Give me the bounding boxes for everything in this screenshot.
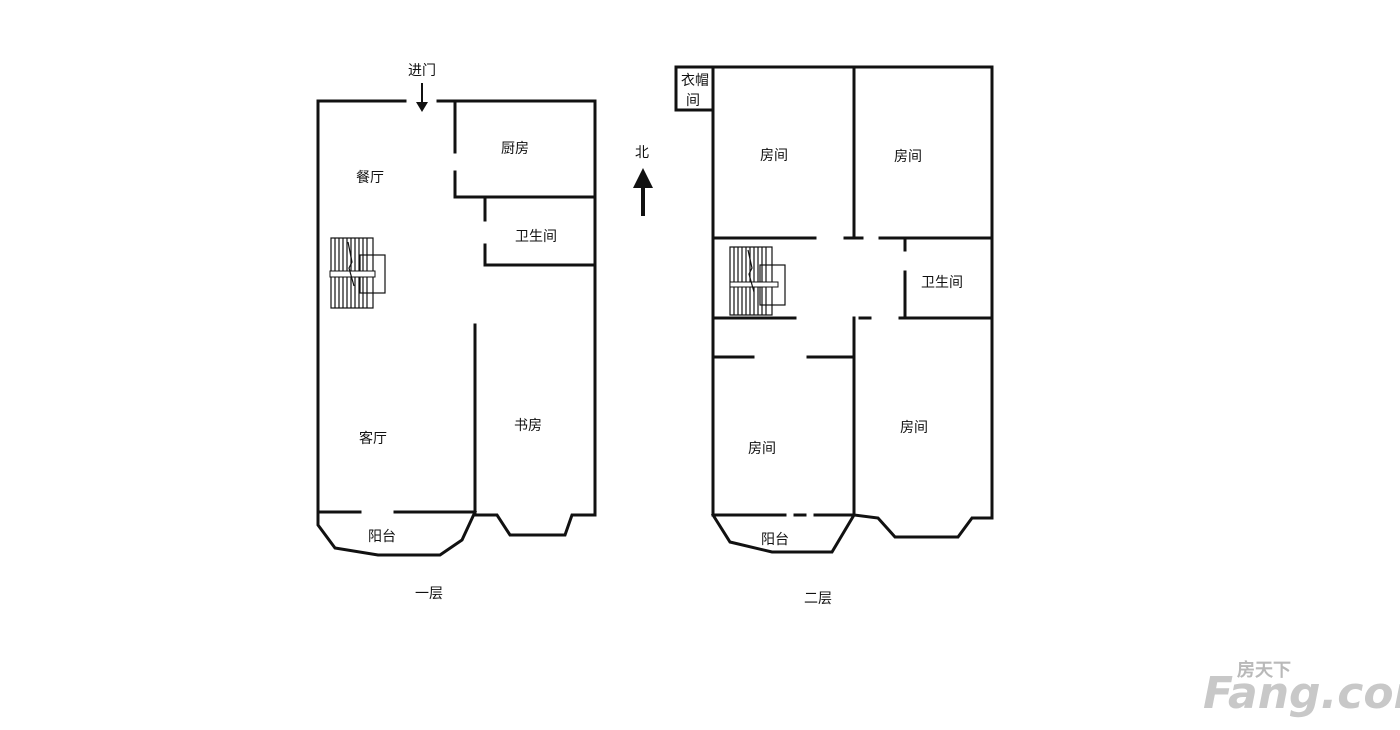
floor2-plan: 衣帽 间 房间 房间 卫生间 房间 房间 阳台 二层	[674, 65, 994, 607]
watermark-cn: 房天下	[1237, 659, 1291, 681]
floor2-staircase	[729, 246, 786, 316]
room-study-label: 书房	[514, 418, 542, 434]
north-label: 北	[635, 145, 649, 161]
floor2-walls	[674, 65, 994, 554]
floor1-caption: 一层	[415, 586, 443, 602]
floor1-plan: 进门 餐厅 厨房 卫生间 客厅 书房 阳台 一层	[316, 63, 597, 602]
room-bathroom2-label: 卫生间	[921, 275, 963, 291]
room-nw-label: 房间	[760, 148, 788, 164]
room-bathroom-label: 卫生间	[515, 229, 557, 245]
floor2-caption: 二层	[804, 591, 832, 607]
room-ne-label: 房间	[894, 149, 922, 165]
floor1-staircase	[329, 237, 386, 309]
room-dining-label: 餐厅	[356, 170, 384, 186]
closet-label-line1: 衣帽	[681, 73, 709, 89]
entrance-label: 进门	[408, 63, 436, 79]
room-balcony2-label: 阳台	[761, 532, 789, 548]
watermark-en: Fang.com	[1203, 668, 1400, 719]
room-living-label: 客厅	[359, 430, 387, 447]
north-compass: 北	[633, 145, 653, 216]
room-se-label: 房间	[900, 420, 928, 436]
closet-label-line2: 间	[686, 93, 700, 109]
room-balcony-label: 阳台	[368, 529, 396, 545]
room-sw-label: 房间	[748, 441, 776, 457]
watermark-logo: 房天下 Fang.com	[1203, 659, 1400, 719]
floor1-walls	[316, 99, 597, 557]
entrance-arrow	[416, 83, 428, 112]
room-kitchen-label: 厨房	[501, 141, 529, 157]
